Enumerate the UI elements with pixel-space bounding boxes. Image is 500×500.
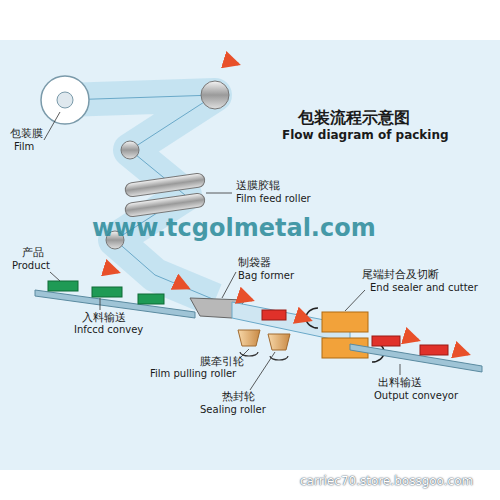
- top-roller: [201, 81, 229, 109]
- end-sealer: [322, 312, 368, 332]
- background-panel: [0, 40, 500, 470]
- film-pulling-roller: [268, 334, 290, 350]
- part-name: 热封轮: [222, 390, 255, 403]
- part-name: End sealer and cutter: [370, 282, 478, 294]
- part-name: Film: [14, 141, 34, 153]
- part-name: Film pulling roller: [150, 368, 236, 380]
- watermark: carriec70.store.bossgoo.com: [300, 474, 473, 488]
- part-name: 送膜胶辊: [236, 179, 280, 192]
- product-box: [92, 287, 122, 297]
- part-name: 膜牵引轮: [200, 355, 244, 368]
- film-roll-core: [57, 92, 73, 108]
- watermark: www.tcgolmetal.com: [92, 214, 376, 243]
- part-name: 制袋器: [238, 256, 271, 269]
- product-box: [48, 281, 78, 291]
- product-box: [372, 336, 400, 346]
- leader-lines: [44, 112, 400, 390]
- feed-roller: [124, 193, 205, 218]
- title-english: Flow diagram of packing: [282, 128, 449, 142]
- part-name: Sealing roller: [200, 404, 266, 416]
- part-name: 产品: [22, 246, 44, 259]
- flow-arrows: [105, 60, 468, 354]
- output-belt: [350, 344, 482, 372]
- rotation-arrow: [270, 356, 288, 360]
- part-name: Film feed roller: [236, 193, 311, 205]
- product-box: [262, 310, 286, 320]
- part-name: Bag former: [238, 270, 294, 282]
- part-name: 出料输送: [378, 376, 422, 389]
- part-name: Product: [12, 260, 50, 272]
- film-pulling-roller: [238, 330, 260, 346]
- part-name: Output conveyor: [374, 390, 458, 402]
- product-box: [138, 294, 164, 304]
- film-roll: [41, 76, 89, 124]
- part-name: 尾端封合及切断: [362, 268, 439, 281]
- part-name: 包装膜: [10, 127, 43, 140]
- guide-roller: [121, 141, 139, 159]
- film-center: [65, 95, 215, 300]
- film-band: [65, 95, 215, 300]
- part-name: 入料输送: [82, 311, 126, 324]
- part-name: Infccd convey: [74, 324, 143, 336]
- diagram-title: 包装流程示意图: [298, 108, 410, 127]
- product-box: [420, 345, 448, 355]
